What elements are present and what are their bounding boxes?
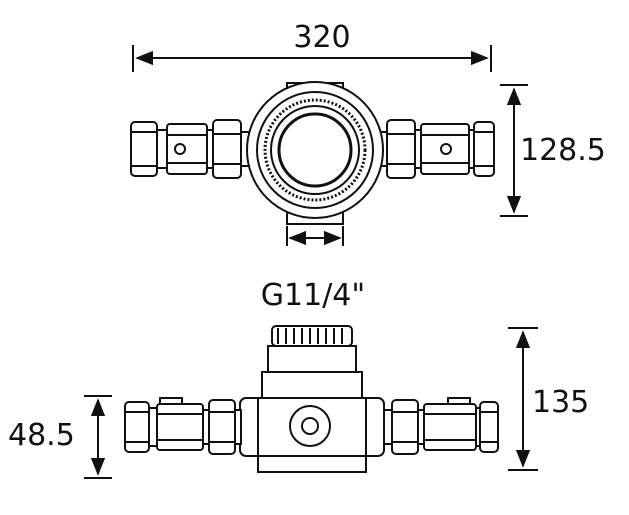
- centre-height-label: 48.5: [8, 418, 75, 453]
- depth-dimension: [500, 84, 528, 217]
- right-fitting-front: [383, 397, 499, 455]
- width-dimension: [132, 45, 492, 72]
- height-dimension: [508, 327, 538, 471]
- overall-width-label: 320: [293, 20, 350, 55]
- inlet-dimension: [286, 226, 344, 246]
- thread-label: G11/4": [261, 278, 365, 313]
- depth-label: 128.5: [520, 133, 606, 168]
- top-view: [130, 45, 528, 246]
- centre-height-dimension: [84, 395, 112, 479]
- overall-height-label: 135: [532, 385, 589, 420]
- control-knob: [261, 325, 363, 399]
- left-fitting-top: [130, 119, 252, 179]
- right-fitting-top: [376, 119, 495, 179]
- front-view: [84, 325, 538, 479]
- valve-body-top: [246, 81, 384, 225]
- valve-body-front: [239, 397, 385, 473]
- left-fitting-front: [124, 397, 242, 455]
